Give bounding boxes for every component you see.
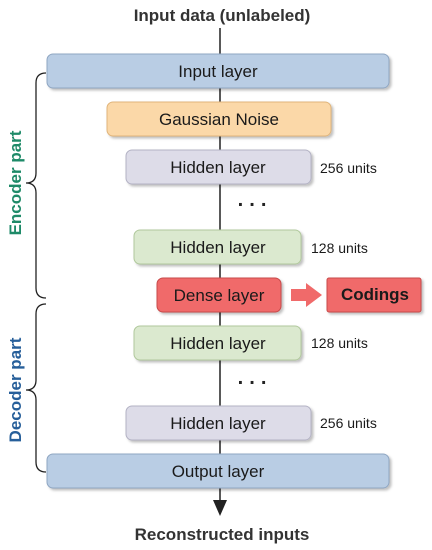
decoder-ellipsis: · · · xyxy=(237,373,266,392)
flow-arrowhead xyxy=(213,500,227,516)
dense-layer-label: Dense layer xyxy=(174,286,265,305)
gaussian-noise-label: Gaussian Noise xyxy=(159,110,279,129)
decoder-part-label: Decoder part xyxy=(6,337,25,442)
encoder-part-label: Encoder part xyxy=(6,130,25,235)
codings-label: Codings xyxy=(341,285,409,304)
decoder-hidden-layer-128-label: Hidden layer xyxy=(170,334,266,353)
decoder-hidden-layer-128-box xyxy=(133,325,302,361)
encoder-hidden-layer-128-label: Hidden layer xyxy=(170,238,266,257)
input-layer-box xyxy=(46,53,390,89)
encoder-bracket xyxy=(25,72,47,299)
encoder-hidden-layer-256-label: Hidden layer xyxy=(170,158,266,177)
reconstructed-inputs-label: Reconstructed inputs xyxy=(135,525,310,544)
encoder-hidden-layer-128-box xyxy=(133,229,302,265)
decoder-hidden-layer-256-label: Hidden layer xyxy=(170,414,266,433)
output-layer-label: Output layer xyxy=(172,462,265,481)
encoder-ellipsis: · · · xyxy=(237,195,266,214)
encoder-hidden-256-units: 256 units xyxy=(320,160,377,176)
gaussian-noise-box xyxy=(106,101,332,137)
decoder-bracket xyxy=(25,303,47,473)
input-layer-label: Input layer xyxy=(178,62,258,81)
decoder-hidden-layer-256-box xyxy=(125,405,312,441)
encoder-hidden-128-units: 128 units xyxy=(311,240,368,256)
decoder-hidden-128-units: 128 units xyxy=(311,335,368,351)
dense-layer-box xyxy=(156,277,282,313)
decoder-hidden-256-units: 256 units xyxy=(320,415,377,431)
input-data-label: Input data (unlabeled) xyxy=(134,6,311,25)
codings-arrow xyxy=(291,283,322,307)
output-layer-box xyxy=(46,453,390,489)
encoder-hidden-layer-256-box xyxy=(125,149,312,185)
codings-box xyxy=(326,277,422,313)
